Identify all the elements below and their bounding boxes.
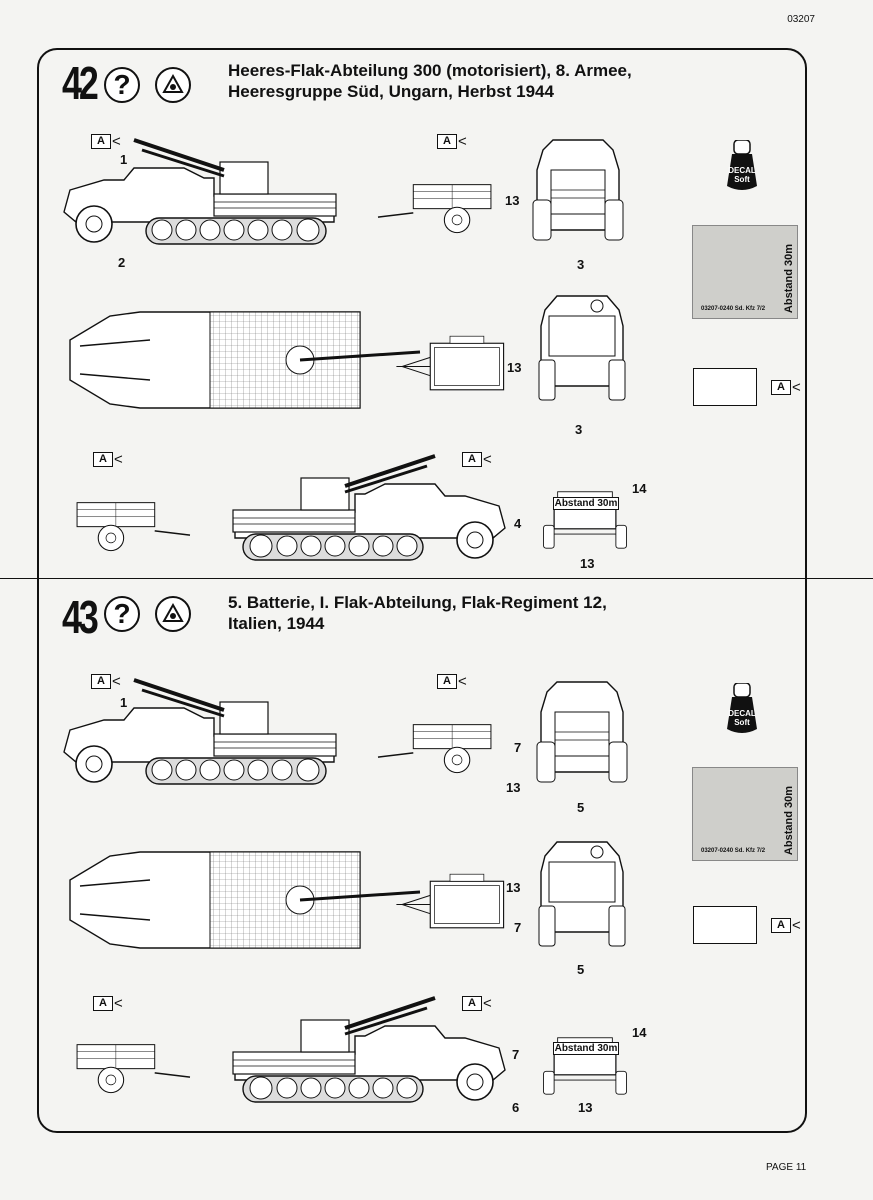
callout-7: 7: [514, 920, 522, 935]
halftrack-top-view: [68, 850, 422, 950]
halftrack-side-view-right: [231, 996, 507, 1104]
step-title-line1: Heeres-Flak-Abteilung 300 (motorisiert),…: [228, 61, 632, 80]
callout-3: 3: [577, 257, 585, 272]
trailer-side-view: [377, 183, 492, 234]
paint-tag-a: A<: [462, 996, 494, 1012]
distance-plate: Abstand 30m: [553, 497, 619, 510]
callout-2: 2: [118, 255, 126, 270]
halftrack-side-view-left: [62, 138, 338, 246]
halftrack-top-view: [68, 310, 422, 410]
paint-tag-a: A<: [437, 674, 469, 690]
trailer-side-view-mirrored: [76, 1043, 191, 1094]
trailer-top-view: [395, 873, 505, 929]
halftrack-side-view-left: [62, 678, 338, 786]
step-title-line2: Heeresgruppe Süd, Ungarn, Herbst 1944: [228, 82, 554, 101]
trailer-top-view: [395, 335, 505, 391]
callout-5: 5: [577, 962, 585, 977]
callout-13: 13: [506, 780, 521, 795]
callout-1: 1: [120, 152, 128, 167]
halftrack-rear-view: [538, 841, 626, 947]
callout-6: 6: [512, 1100, 520, 1115]
callout-13: 13: [507, 360, 522, 375]
callout-14: 14: [632, 481, 647, 496]
step-title-line2: Italien, 1944: [228, 614, 325, 633]
instruction-frame: [37, 48, 807, 1133]
paint-tag-a: A<: [437, 134, 469, 150]
question-icon: ?: [104, 596, 140, 632]
halftrack-side-view-right: [231, 454, 507, 562]
paint-tag-a: A<: [93, 996, 125, 1012]
paint-tag-a: A<: [771, 380, 803, 396]
trailer-side-view-mirrored: [76, 501, 191, 552]
figure-icon: [155, 67, 191, 103]
callout-14: 14: [632, 1025, 647, 1040]
callout-7: 7: [512, 1047, 520, 1062]
trailer-side-view: [377, 723, 492, 774]
callout-13: 13: [580, 556, 595, 571]
question-icon: ?: [104, 67, 140, 103]
kit-code: 03207: [787, 14, 815, 25]
blank-plate: [693, 368, 757, 406]
callout-7: 7: [514, 740, 522, 755]
step-divider: [0, 578, 873, 579]
halftrack-front-view: [536, 681, 628, 783]
blank-plate: [693, 906, 757, 944]
paint-tag-a: A<: [91, 674, 123, 690]
callout-13: 13: [505, 193, 520, 208]
step-title-line1: 5. Batterie, I. Flak-Abteilung, Flak-Reg…: [228, 593, 607, 612]
halftrack-front-view: [532, 139, 624, 241]
halftrack-rear-view: [538, 295, 626, 401]
decal-sheet: Abstand 30m 03207-0240 Sd. Kfz 7/2: [692, 767, 798, 861]
paint-tag-a: A<: [93, 452, 125, 468]
page-number: PAGE 11: [766, 1162, 807, 1173]
callout-13: 13: [506, 880, 521, 895]
step-number: 43: [62, 591, 99, 643]
distance-plate: Abstand 30m: [553, 1042, 619, 1055]
callout-5: 5: [577, 800, 585, 815]
paint-tag-a: A<: [91, 134, 123, 150]
step-number: 42: [62, 57, 99, 109]
callout-3: 3: [575, 422, 583, 437]
paint-tag-a: A<: [462, 452, 494, 468]
callout-4: 4: [514, 516, 522, 531]
decal-sheet: Abstand 30m 03207-0240 Sd. Kfz 7/2: [692, 225, 798, 319]
paint-tag-a: A<: [771, 918, 803, 934]
callout-13: 13: [578, 1100, 593, 1115]
figure-icon: [155, 596, 191, 632]
callout-1: 1: [120, 695, 128, 710]
